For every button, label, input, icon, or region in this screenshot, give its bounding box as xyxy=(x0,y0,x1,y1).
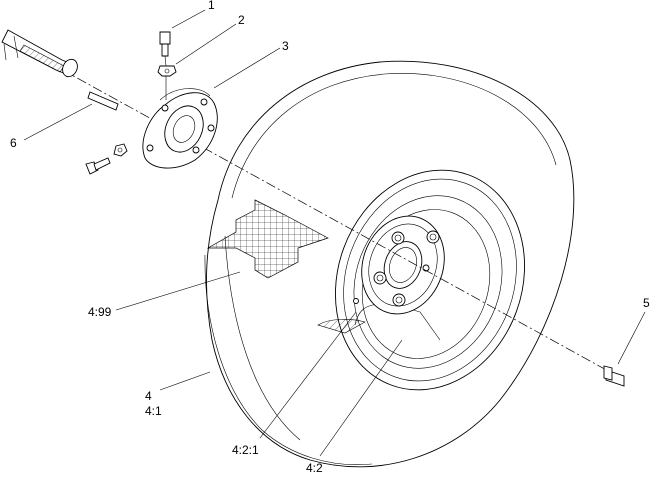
set-screw-nut xyxy=(113,143,128,157)
callout-1: 1 xyxy=(208,0,215,12)
callout-5: 5 xyxy=(643,296,650,310)
callout-3: 3 xyxy=(282,39,289,53)
key xyxy=(87,91,119,111)
axle-centerline xyxy=(29,51,611,373)
lug-nut xyxy=(426,230,440,244)
callout-4-2-1: 4:2:1 xyxy=(232,443,259,457)
axle-shaft xyxy=(1,29,78,78)
callout-4-1: 4:1 xyxy=(145,404,162,418)
callout-4: 4 xyxy=(145,389,152,403)
callout-2: 2 xyxy=(238,13,245,27)
callout-4-99: 4:99 xyxy=(88,305,112,319)
wheel-bolt xyxy=(603,365,625,387)
callout-6: 6 xyxy=(10,136,17,150)
callout-4-2: 4:2 xyxy=(306,461,323,475)
tread-pattern-symbol xyxy=(206,199,329,279)
wheel-hub xyxy=(353,215,445,315)
set-screw xyxy=(85,157,111,175)
lock-nut xyxy=(157,65,177,77)
lug-nut xyxy=(391,231,405,245)
lug-nut xyxy=(392,293,406,307)
lug-nut xyxy=(373,271,387,285)
leader-lines xyxy=(23,9,646,457)
flange-hub xyxy=(142,88,218,169)
valve-stem-hole xyxy=(353,298,359,304)
bolt xyxy=(159,31,171,57)
